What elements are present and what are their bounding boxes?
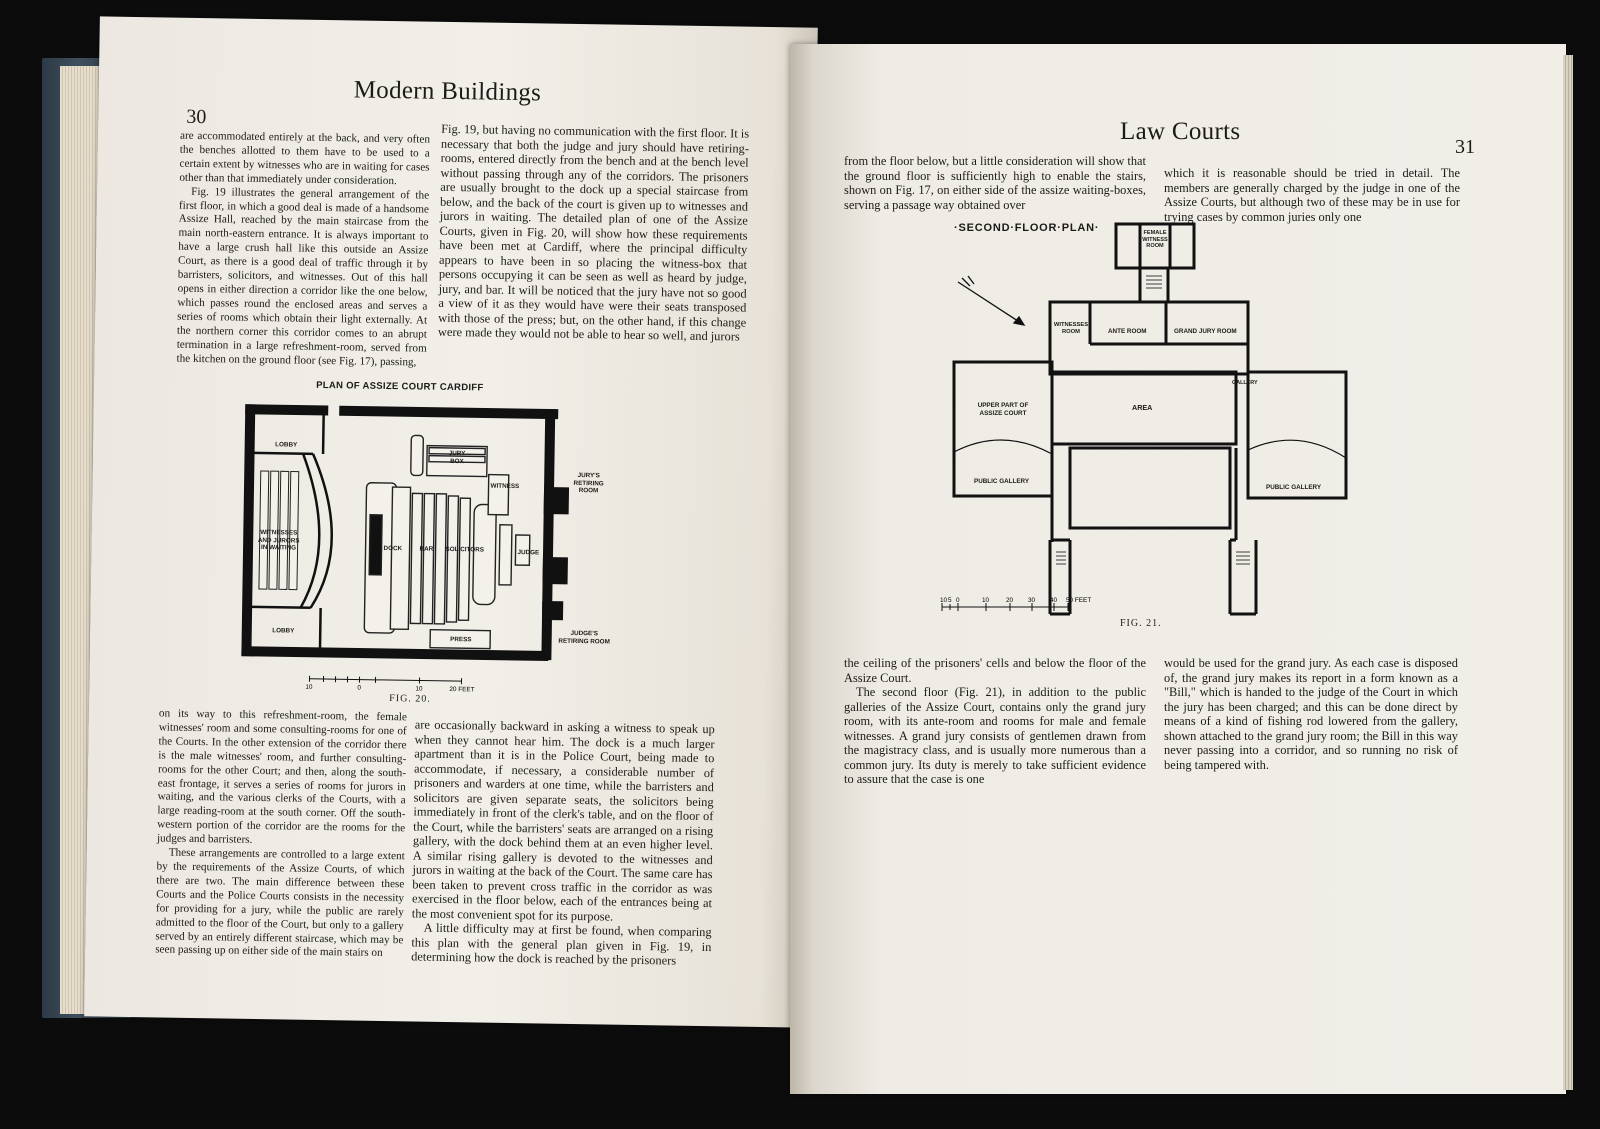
wall-right <box>541 408 556 661</box>
scale-tick-5: 30 <box>1028 597 1036 604</box>
west-court <box>952 360 1054 498</box>
scale-tick-7: 50 FEET <box>1066 597 1091 604</box>
wall-buttress-3 <box>541 600 564 621</box>
walls <box>241 404 570 662</box>
label-witnesses-jurors: WITNESSES AND JURORS IN WAITING <box>257 529 300 552</box>
label-bar: BAR <box>419 545 434 553</box>
label-grand-jury: GRAND JURY ROOM <box>1174 328 1237 335</box>
scale-tick-1: 0 <box>357 685 361 692</box>
north-range <box>1048 300 1250 376</box>
fig20-title: PLAN OF ASSIZE COURT CARDIFF <box>316 379 484 394</box>
scale-tick-0: 10 <box>940 597 948 604</box>
window-marks <box>953 361 1347 529</box>
label-press: PRESS <box>450 636 472 644</box>
left-col2-top: Fig. 19, but having no communication wit… <box>438 122 749 344</box>
left-col2-bottom: are occasionally backward in asking a wi… <box>411 717 715 968</box>
wall-buttress-1 <box>543 486 570 515</box>
wall-top-right <box>339 405 559 420</box>
paragraph: are accommodated entirely at the back, a… <box>179 129 431 187</box>
label-ante-room: ANTE ROOM <box>1108 328 1147 335</box>
gallery-curves <box>953 439 1347 459</box>
paragraph: the ceiling of the prisoners' cells and … <box>844 656 1146 685</box>
left-page: Modern Buildings 30 are accommodated ent… <box>84 16 818 1028</box>
fig21-caption: FIG. 21. <box>1120 618 1162 629</box>
paragraph: These arrangements are controlled to a l… <box>155 846 405 960</box>
label-judge: JUDGE <box>517 549 540 557</box>
fig20-plan: PLAN OF ASSIZE COURT CARDIFF <box>239 379 624 705</box>
scale-tick-2: 0 <box>956 597 960 604</box>
north-arrow <box>957 275 1026 326</box>
scale-tick-4: 20 <box>1006 597 1014 604</box>
walls <box>952 222 1348 616</box>
page-edges-right <box>1563 55 1573 1090</box>
wall-top-left <box>245 404 329 416</box>
label-area: AREA <box>1132 403 1153 412</box>
east-court <box>1246 370 1348 500</box>
right-col2-top: which it is reasonable should be tried i… <box>1164 166 1460 224</box>
label-lobby-bottom: LOBBY <box>272 627 295 635</box>
right-col1-bottom: the ceiling of the prisoners' cells and … <box>844 656 1146 787</box>
right-col1-top: from the floor below, but a little consi… <box>844 154 1146 212</box>
scale-tick-3: 20 FEET <box>449 686 474 693</box>
partitions <box>251 414 333 648</box>
scale-bar <box>941 603 1069 611</box>
wall-left <box>241 404 256 656</box>
left-col1-top: are accommodated entirely at the back, a… <box>176 130 430 370</box>
left-col1-bottom: on its way to this refreshment-room, the… <box>155 707 407 961</box>
label-jury-box: JURY BOX <box>448 449 466 465</box>
page-number-left: 30 <box>186 105 207 129</box>
scale-tick-2: 10 <box>415 685 423 692</box>
scale-tick-1: 5 <box>948 597 952 604</box>
page-number-right: 31 <box>1455 136 1475 158</box>
paragraph: which it is reasonable should be tried i… <box>1164 166 1460 224</box>
scale-tick-6: 40 <box>1050 597 1058 604</box>
fig21-title: ·SECOND·FLOOR·PLAN· <box>954 222 1100 234</box>
scale-tick-3: 10 <box>982 597 990 604</box>
label-lobby-top: LOBBY <box>275 441 298 449</box>
witness-benches <box>258 470 300 591</box>
wall-bottom <box>241 646 549 662</box>
right-page: Law Courts 31 from the floor below, but … <box>790 44 1566 1094</box>
label-gallery-small: GALLERY <box>1232 380 1258 386</box>
right-col2-bottom: would be used for the grand jury. As eac… <box>1164 656 1458 772</box>
stair-hatching <box>1056 275 1250 565</box>
fig21-drawing: 10 5 0 10 20 30 40 50 FEET <box>940 222 1348 616</box>
running-head-left: Modern Buildings <box>353 76 542 107</box>
label-public-gallery-left: PUBLIC GALLERY <box>974 478 1030 485</box>
paragraph: are occasionally backward in asking a wi… <box>411 717 715 924</box>
label-witnesses-room: WITNESSES ROOM <box>1053 322 1089 335</box>
area-court <box>1050 370 1238 446</box>
label-witness: WITNESS <box>490 482 520 491</box>
fig20-drawing: 10 0 10 20 FEET <box>241 404 570 693</box>
fig21-plan: ·SECOND·FLOOR·PLAN· <box>940 222 1380 652</box>
court-fittings <box>363 434 531 650</box>
label-solicitors: SOLICITORS <box>445 545 484 554</box>
paragraph: A little difficulty may at first be foun… <box>411 920 712 968</box>
paragraph: from the floor below, but a little consi… <box>844 154 1146 212</box>
label-jurys-room: JURY'S RETIRING ROOM <box>573 471 604 495</box>
scale-tick-0: 10 <box>305 684 313 691</box>
fig20-caption: FIG. 20. <box>389 693 431 705</box>
wall-buttress-2 <box>542 556 568 585</box>
paragraph: The second floor (Fig. 21), in addition … <box>844 685 1146 786</box>
paragraph: on its way to this refreshment-room, the… <box>156 707 408 847</box>
windows <box>308 675 463 685</box>
paragraph: would be used for the grand jury. As eac… <box>1164 656 1458 772</box>
stair-link <box>1138 266 1170 304</box>
paragraph: Fig. 19 illustrates the general arrangem… <box>176 185 430 368</box>
paragraph: Fig. 19, but having no communication wit… <box>437 121 750 344</box>
label-dock: DOCK <box>383 544 403 553</box>
label-judges-room: JUDGE'S RETIRING ROOM <box>558 629 610 646</box>
label-public-gallery-right: PUBLIC GALLERY <box>1266 484 1322 491</box>
label-upper-court: UPPER PART OF ASSIZE COURT <box>977 402 1029 417</box>
label-female-witness: FEMALE WITNESS ROOM <box>1142 230 1168 250</box>
running-head-right: Law Courts <box>1120 118 1241 145</box>
lower-court <box>1068 446 1232 530</box>
